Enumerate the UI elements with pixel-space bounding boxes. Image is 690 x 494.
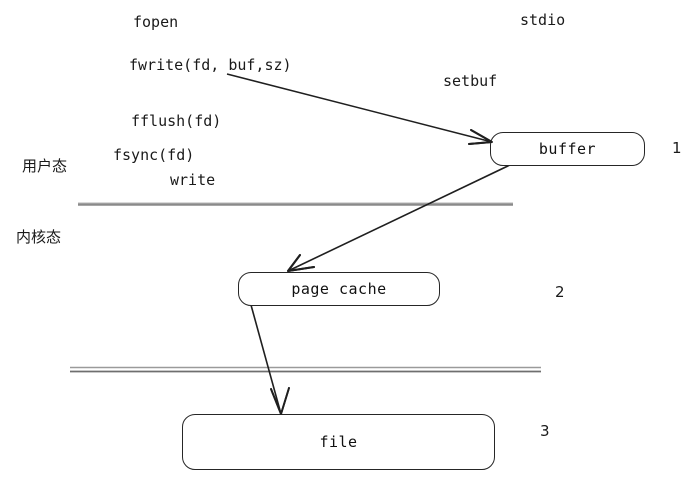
api-label-fflush: fflush(fd) [131,112,222,130]
arrowhead-page-cache [287,254,315,272]
api-label-fopen: fopen [133,13,179,31]
arrow-buffer-to-page-cache [287,163,513,272]
page-cache-box[interactable]: page cache [238,272,440,306]
api-label-fsync: fsync(fd) [113,146,195,164]
stdio-label: stdio [520,11,566,29]
file-box-label: file [319,433,358,451]
setbuf-label: setbuf [443,72,498,90]
user-mode-label: 用户态 [22,157,68,175]
buffer-box[interactable]: buffer [490,132,645,166]
arrowhead-file [270,387,290,415]
step-number-1: 1 [672,139,682,157]
buffer-box-label: buffer [538,140,597,158]
step-number-3: 3 [540,422,550,440]
kernel-mode-label: 内核态 [16,228,62,246]
arrowhead-buffer [468,129,493,145]
api-label-fwrite: fwrite(fd, buf,sz) [129,56,292,74]
file-box[interactable]: file [182,414,495,470]
arrow-page-cache-to-file [250,304,290,415]
api-label-write: write [170,171,216,189]
page-cache-box-label: page cache [291,280,387,298]
step-number-2: 2 [555,283,565,301]
